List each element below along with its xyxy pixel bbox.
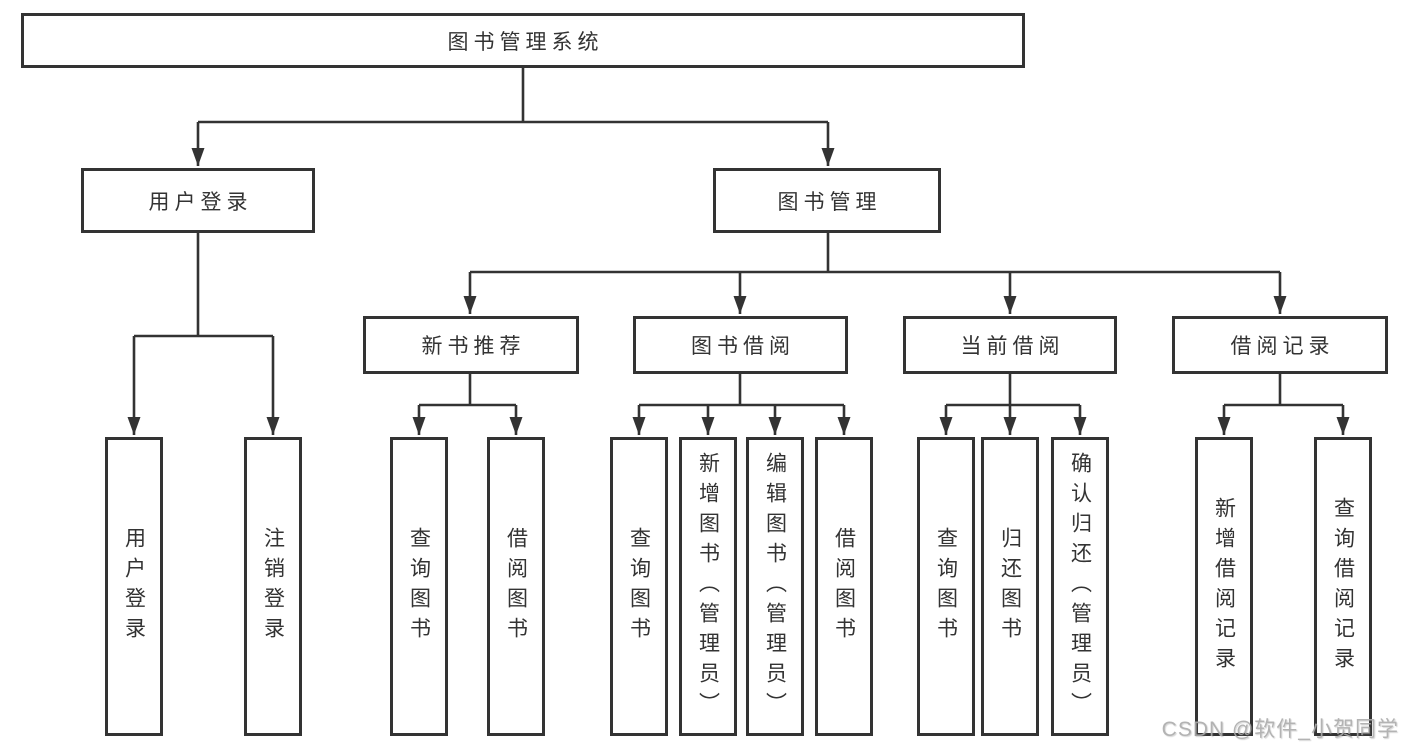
leaf-edit-books-admin: 编辑图书（管理员） [746,437,804,736]
node-library-management-system: 图书管理系统 [21,13,1025,68]
leaf-label: 查询图书 [407,526,431,647]
leaf-confirm-return-admin: 确认归还（管理员） [1051,437,1109,736]
leaf-label: 归还图书 [998,526,1022,647]
leaf-label: 用户登录 [122,526,146,647]
leaf-label: 借阅图书 [504,526,528,647]
leaf-label: 借阅图书 [832,526,856,647]
node-new-book-recommendation: 新书推荐 [363,316,579,374]
leaf-label: 编辑图书（管理员） [763,451,787,722]
leaf-add-books-admin: 新增图书（管理员） [679,437,737,736]
leaf-label: 新增图书（管理员） [696,451,720,722]
leaf-label: 确认归还（管理员） [1068,451,1092,722]
leaf-label: 查询图书 [934,526,958,647]
leaf-label: 查询借阅记录 [1331,496,1355,677]
leaf-label: 查询图书 [627,526,651,647]
leaf-borrow-books: 借阅图书 [815,437,873,736]
node-borrowing-records: 借阅记录 [1172,316,1388,374]
node-current-borrowing: 当前借阅 [903,316,1117,374]
leaf-label: 注销登录 [261,526,285,647]
node-book-management: 图书管理 [713,168,941,233]
leaf-return-books: 归还图书 [981,437,1039,736]
leaf-query-books: 查询图书 [610,437,668,736]
leaf-label: 新增借阅记录 [1212,496,1236,677]
leaf-add-borrow-record: 新增借阅记录 [1195,437,1253,736]
node-user-login: 用户登录 [81,168,315,233]
leaf-query-borrow-record: 查询借阅记录 [1314,437,1372,736]
leaf-logout: 注销登录 [244,437,302,736]
leaf-borrow-books: 借阅图书 [487,437,545,736]
node-book-borrowing: 图书借阅 [633,316,848,374]
leaf-user-login: 用户登录 [105,437,163,736]
leaf-query-books: 查询图书 [390,437,448,736]
leaf-query-books: 查询图书 [917,437,975,736]
watermark-csdn: CSDN @软件_小贺同学 [1161,718,1399,741]
